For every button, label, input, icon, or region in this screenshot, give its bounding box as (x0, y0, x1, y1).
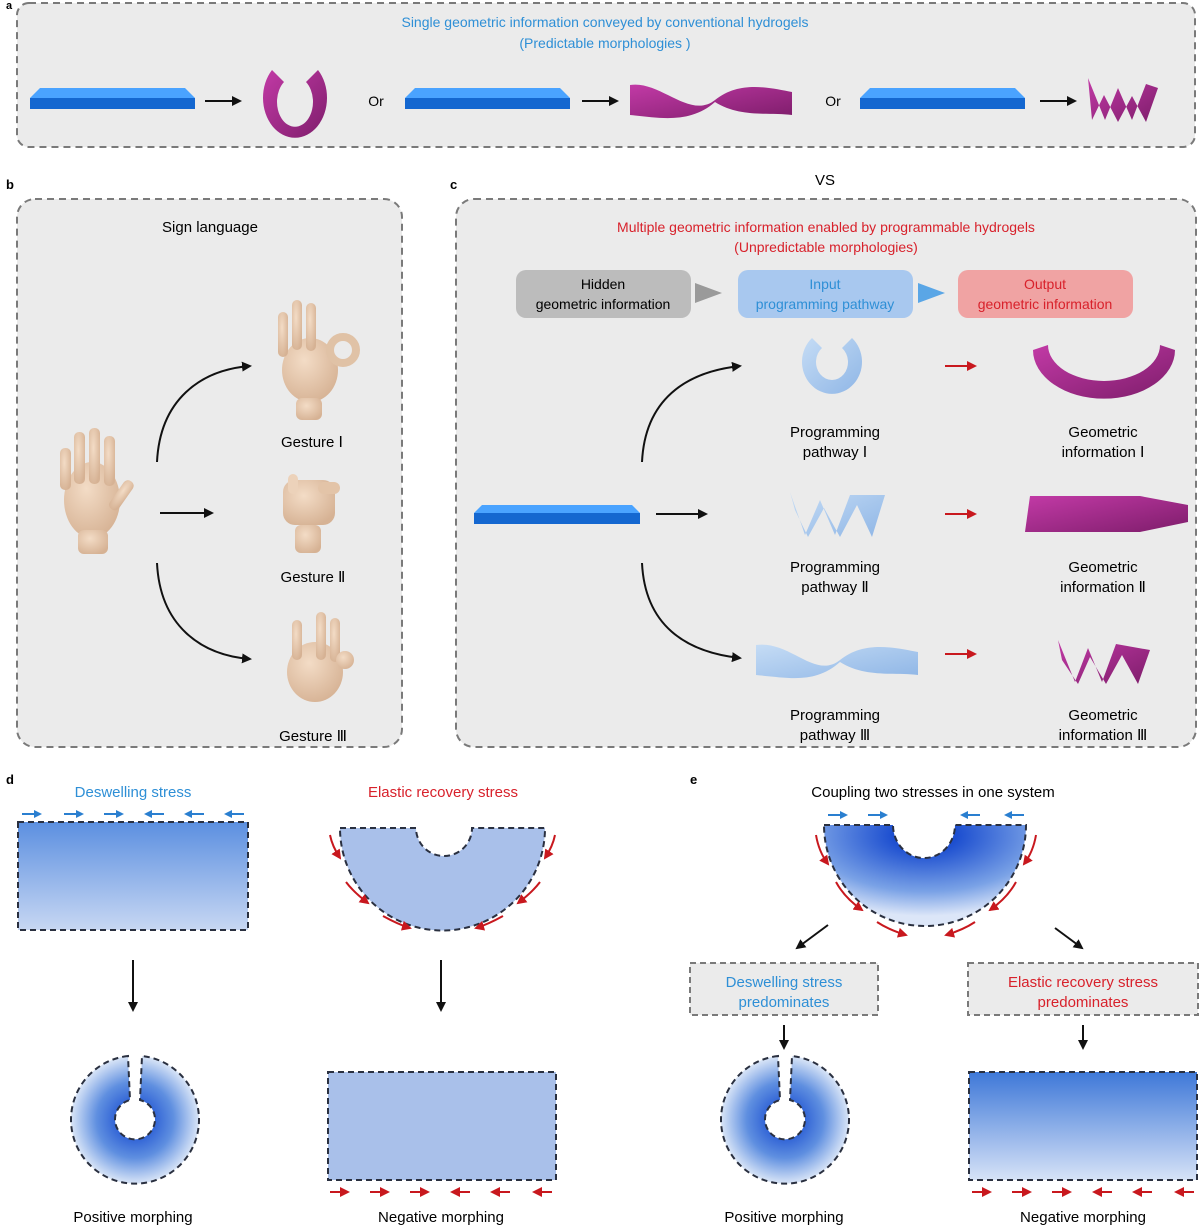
info-3-line1: Geometric (1068, 707, 1138, 724)
panel-c-title: Multiple geometric information enabled b… (617, 219, 1035, 235)
pathway-3-line1: Programming (790, 707, 880, 724)
hidden-info-line2: geometric information (536, 296, 671, 312)
panel-d: d Deswelling stress Elastic recovery str… (6, 772, 557, 1226)
panel-a-title: Single geometric information conveyed by… (401, 14, 808, 30)
positive-morph-ring-shape (70, 1054, 200, 1185)
input-pathway-line2: programming pathway (756, 296, 895, 312)
deswelling-rect-shape (17, 821, 249, 931)
pathway-2-helix-shape (790, 492, 885, 537)
elastic-predominates-line1: Elastic recovery stress (1008, 974, 1158, 991)
panel-e: e Coupling two stresses in one system De… (689, 772, 1199, 1226)
negative-morphing-label: Negative morphing (378, 1209, 504, 1226)
pathway-2-line1: Programming (790, 559, 880, 576)
coupling-red-arrows (815, 834, 1037, 938)
flow-arrow-gray (695, 283, 722, 303)
info-2-line2: information Ⅱ (1060, 579, 1146, 596)
panel-b: b Sign language Gesture Ⅰ (6, 177, 403, 748)
pathway-1-line2: pathway Ⅰ (803, 444, 867, 461)
output-2-flat-shape (1025, 496, 1188, 532)
elastic-predominates-line2: predominates (1038, 994, 1129, 1011)
gesture-arrow-down (156, 562, 252, 664)
elastic-bowl-shape (338, 827, 547, 932)
info-1-line2: information Ⅰ (1062, 444, 1145, 461)
info-1-line1: Geometric (1068, 424, 1138, 441)
panel-a-subtitle: (Predictable morphologies ) (519, 35, 690, 51)
panel-c-frame (455, 198, 1197, 748)
panel-a-letter: a (6, 0, 13, 12)
hydrogel-slab (405, 88, 570, 109)
hydrogel-slab (30, 88, 195, 109)
panel-c: c Multiple geometric information enabled… (450, 177, 1197, 748)
elastic-predominates-box: Elastic recovery stress predominates (967, 962, 1199, 1016)
elastic-stress-arrows (329, 834, 556, 931)
panel-c-subtitle: (Unpredictable morphologies) (734, 239, 918, 255)
info-2-line1: Geometric (1068, 559, 1138, 576)
deswelling-predominates-line2: predominates (739, 994, 830, 1011)
e-negative-morphing-label: Negative morphing (1020, 1209, 1146, 1226)
split-arrow-left (795, 924, 829, 950)
positive-morphing-label: Positive morphing (73, 1209, 192, 1226)
gesture-1-label: Gesture Ⅰ (281, 434, 343, 451)
flow-arrow-blue (918, 283, 945, 303)
vs-label: VS (815, 172, 835, 189)
pathway-1-ring-shape (802, 338, 862, 394)
coupling-bowl-shape (822, 824, 1028, 927)
gesture-2-label: Gesture Ⅱ (281, 569, 346, 586)
e-positive-morphing-label: Positive morphing (724, 1209, 843, 1226)
split-arrow-right (1054, 927, 1084, 950)
hidden-info-line1: Hidden (581, 276, 625, 292)
or-label-2: Or (825, 93, 841, 109)
panel-e-letter: e (690, 772, 697, 787)
panel-a-frame (16, 2, 1196, 148)
open-hand-icon (60, 428, 134, 554)
deswelling-stress-title: Deswelling stress (75, 784, 192, 801)
output-info-line1: Output (1024, 276, 1066, 292)
positive-morph-ring-shape (720, 1054, 850, 1185)
panel-e-title: Coupling two stresses in one system (811, 784, 1054, 801)
pathway-3-line2: pathway Ⅲ (800, 727, 870, 744)
fist-gesture-icon (283, 474, 340, 553)
or-label-1: Or (368, 93, 384, 109)
curled-ring-shape (263, 70, 327, 138)
negative-morph-rect-shape (968, 1071, 1198, 1181)
output-info-line2: geometric information (978, 296, 1113, 312)
pathway-2-line2: pathway Ⅱ (801, 579, 868, 596)
pathway-1-line1: Programming (790, 424, 880, 441)
pathway-3-twist-shape (756, 644, 918, 679)
twisted-strip-shape (630, 84, 792, 119)
hydrogel-slab (474, 505, 640, 524)
input-pathway-box: Input programming pathway (738, 270, 913, 318)
output-1-arc-shape (1033, 345, 1175, 399)
elastic-stress-title: Elastic recovery stress (368, 784, 518, 801)
panel-d-letter: d (6, 772, 14, 787)
input-pathway-line1: Input (809, 276, 840, 292)
panel-a: a Single geometric information conveyed … (6, 0, 1196, 148)
gesture-arrow-up (156, 361, 252, 463)
pathway-arrow-down (641, 562, 742, 663)
panel-c-letter: c (450, 177, 457, 192)
pathway-arrow-up (641, 361, 742, 463)
deswelling-predominates-box: Deswelling stress predominates (689, 962, 879, 1016)
info-3-line2: information Ⅲ (1059, 727, 1148, 744)
panel-b-frame (16, 198, 403, 748)
output-3-helix-shape (1058, 640, 1150, 684)
helix-shape (1088, 78, 1158, 122)
gesture-3-label: Gesture Ⅲ (279, 728, 347, 745)
panel-b-letter: b (6, 177, 14, 192)
negative-morph-rect-shape (327, 1071, 557, 1181)
three-finger-gesture-icon (287, 612, 354, 702)
deswelling-predominates-line1: Deswelling stress (726, 974, 843, 991)
hidden-info-box: Hidden geometric information (516, 270, 691, 318)
hydrogel-slab (860, 88, 1025, 109)
panel-b-title: Sign language (162, 219, 258, 236)
ok-gesture-icon (278, 300, 360, 420)
output-info-box: Output geometric information (958, 270, 1133, 318)
